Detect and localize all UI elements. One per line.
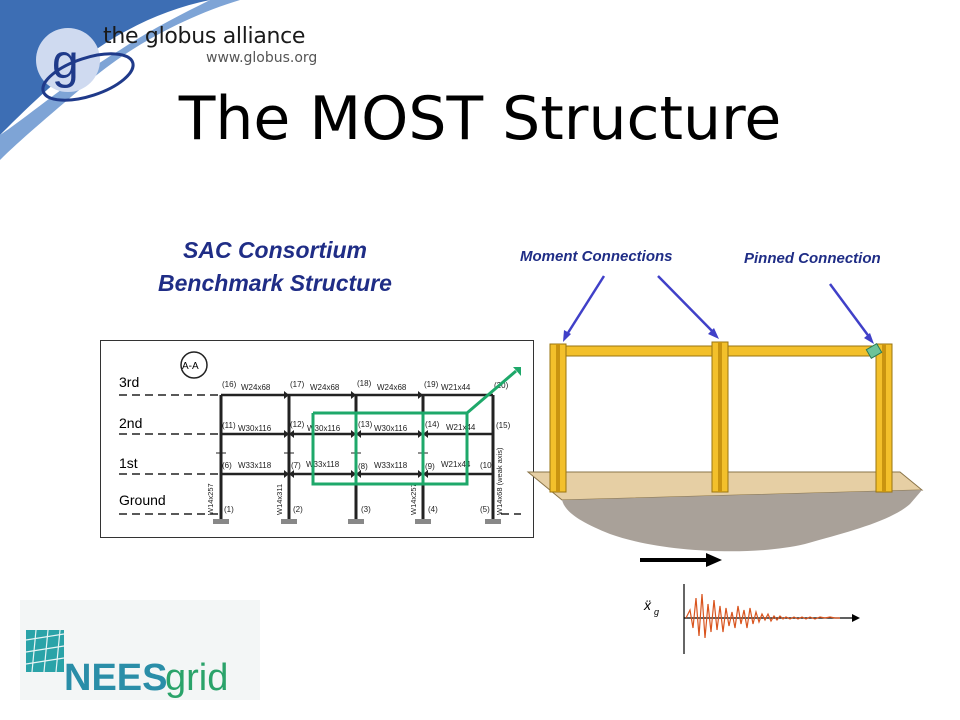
sac-benchmark-heading: SAC Consortium Benchmark Structure: [110, 234, 440, 300]
pinned-connection-label: Pinned Connection: [744, 250, 881, 267]
svg-text:g: g: [52, 36, 79, 89]
model-columns: [549, 341, 893, 493]
member-2nd-9: (15): [496, 421, 511, 430]
plot-axis-arrow-icon: [852, 614, 860, 622]
slide-title: The MOST Structure: [178, 84, 782, 154]
support-label-3: (3): [361, 505, 371, 514]
physical-model-drawing: [526, 275, 924, 552]
member-1st-3: (7): [291, 461, 301, 470]
column-label-3: W14x257: [409, 483, 418, 515]
floor-label-2nd: 2nd: [119, 415, 142, 431]
support-label-1: (1): [224, 505, 234, 514]
member-2nd-8: W21x44: [446, 423, 476, 432]
svg-text:A-A: A-A: [182, 361, 199, 372]
member-1st-7: (9): [425, 462, 435, 471]
globus-logo-url: www.globus.org: [206, 50, 318, 66]
globus-logo-text: the globus alliance: [103, 24, 306, 49]
member-2nd-1: (11): [222, 421, 236, 430]
member-3rd-8: W21x44: [441, 383, 471, 392]
most-substructure-highlight: [311, 369, 517, 486]
member-3rd-7: (19): [424, 380, 439, 389]
support-label-5: (5): [480, 505, 490, 514]
neesgrid-text-nees: NEES: [64, 657, 167, 699]
ground-motion-plot: ẍ g: [640, 553, 860, 654]
floor-label-1st: 1st: [119, 455, 138, 471]
member-2nd-4: W30x116: [307, 424, 341, 433]
moment-connections-label: Moment Connections: [520, 248, 673, 265]
member-2nd-7: (14): [425, 420, 440, 429]
member-2nd-2: W30x116: [238, 424, 272, 433]
member-1st-1: (6): [222, 461, 232, 470]
arrow-head-icon: [563, 330, 571, 342]
callout-arrows: [564, 275, 872, 339]
member-1st-4: W33x118: [306, 460, 340, 469]
floor-label-3rd: 3rd: [119, 374, 139, 390]
neesgrid-logo: NEES grid: [20, 600, 260, 700]
arrow-head-icon: [864, 333, 874, 344]
member-3rd-5: (18): [357, 379, 372, 388]
section-marker-icon: A-A: [180, 351, 208, 379]
pinned-connection-icon: [865, 342, 883, 360]
member-3rd-1: (16): [222, 380, 237, 389]
support-label-2: (2): [293, 505, 303, 514]
accel-subscript: g: [654, 607, 659, 617]
sac-title-line2: Benchmark Structure: [158, 270, 392, 296]
model-soil-mass: [562, 490, 922, 552]
floor-label-ground: Ground: [119, 492, 166, 508]
ground-motion-trace: [685, 593, 840, 639]
member-1st-8: W21x44: [441, 460, 471, 469]
column-label-2: W14x311: [275, 484, 284, 515]
sac-title-line1: SAC Consortium: [183, 237, 367, 263]
member-3rd-2: W24x68: [241, 383, 271, 392]
neesgrid-emblem-icon: [25, 629, 65, 673]
globus-logo-icon: g: [36, 28, 135, 102]
column-label-1: W14x257: [206, 483, 215, 515]
ground-motion-arrow-icon: [640, 553, 722, 567]
column-label-4: W14x68 (weak axis): [495, 447, 504, 515]
support-label-4: (4): [428, 505, 438, 514]
member-1st-9: (10): [480, 461, 495, 470]
arrow-head-icon: [708, 328, 719, 339]
member-3rd-6: W24x68: [377, 383, 407, 392]
member-1st-2: W33x118: [238, 461, 272, 470]
member-3rd-4: W24x68: [310, 383, 340, 392]
frame-elevation-drawing: 3rd 2nd 1st Ground A-A: [119, 351, 521, 524]
member-2nd-3: (12): [290, 420, 305, 429]
member-1st-6: W33x118: [374, 461, 408, 470]
member-1st-5: (8): [358, 462, 368, 471]
member-3rd-3: (17): [290, 380, 305, 389]
highlight-arrow-icon: [513, 367, 521, 376]
frame-elevation-diagram: 3rd 2nd 1st Ground A-A: [100, 340, 534, 538]
neesgrid-text-grid: grid: [165, 657, 228, 699]
member-2nd-5: (13): [358, 420, 373, 429]
accel-symbol: ẍ: [643, 597, 652, 613]
member-2nd-6: W30x116: [374, 424, 408, 433]
